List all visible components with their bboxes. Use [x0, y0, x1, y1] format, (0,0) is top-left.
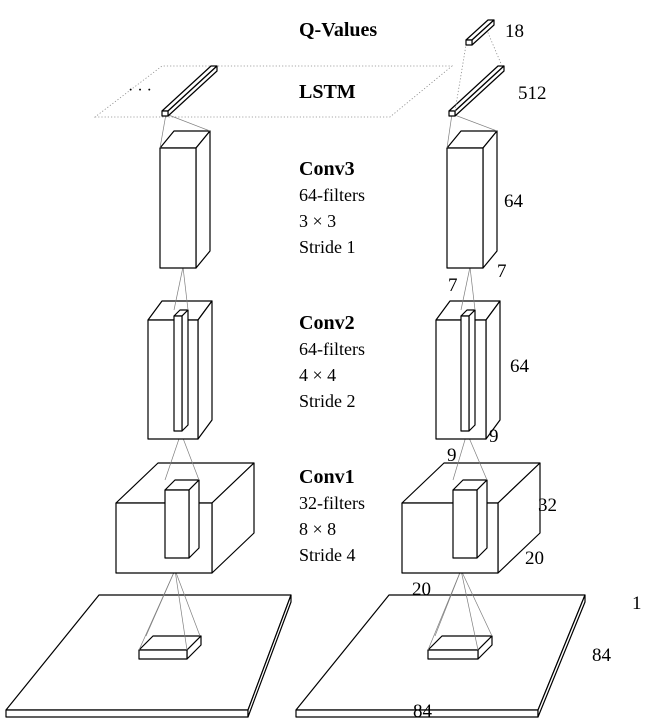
left-conv2-projection-line — [173, 266, 184, 311]
conv2-description: Conv2 64-filters 4 × 4 Stride 2 — [299, 310, 365, 414]
left-input-plane-front — [5, 709, 249, 718]
left-conv2-kernel — [173, 309, 189, 432]
lstm-ellipsis: · · · — [128, 82, 152, 99]
conv2-height-label: 9 — [447, 445, 457, 466]
right-input-projection-line — [460, 569, 493, 637]
conv2-title: Conv2 — [299, 312, 355, 334]
conv3-depth-label: 64 — [504, 191, 523, 212]
right-conv3-volume — [446, 130, 498, 269]
conv1-height-label: 20 — [412, 579, 431, 600]
right-lstm-block — [448, 65, 505, 117]
conv1-filters: 32-filters — [299, 493, 365, 513]
qvalues-size-label: 18 — [505, 21, 524, 42]
conv1-depth-label: 32 — [538, 495, 557, 516]
right-input-plane-side — [537, 594, 586, 718]
input-width-label: 84 — [592, 645, 611, 666]
left-conv1-kernel — [164, 479, 200, 559]
conv2-filters: 64-filters — [299, 339, 365, 359]
right-conv1-projection-line — [452, 432, 468, 481]
lstm-dotted-plane — [93, 65, 454, 118]
input-depth-label: 1 — [632, 593, 642, 614]
right-conv2-projection-line — [469, 266, 476, 311]
right-conv1-projection-line — [466, 432, 488, 481]
conv3-width-label: 7 — [497, 261, 507, 282]
conv2-stride: Stride 2 — [299, 391, 356, 411]
conv3-filters: 64-filters — [299, 185, 365, 205]
conv1-width-label: 20 — [525, 548, 544, 569]
conv3-stride: Stride 1 — [299, 237, 356, 257]
left-lstm-block — [161, 65, 218, 117]
conv3-height-label: 7 — [448, 275, 458, 296]
right-conv3-projection-line — [446, 113, 453, 149]
left-input-projection-line — [174, 569, 188, 651]
lstm-title: LSTM — [299, 81, 356, 103]
conv1-title: Conv1 — [299, 466, 355, 488]
left-conv1-projection-line — [180, 432, 200, 481]
conv3-title: Conv3 — [299, 158, 355, 180]
left-conv2-projection-line — [182, 266, 189, 311]
left-conv3-projection-line — [165, 113, 211, 132]
right-input-projection-line — [460, 569, 479, 651]
conv1-kernel: 8 × 8 — [299, 519, 337, 539]
left-input-projection-line — [174, 569, 201, 637]
left-input-plane-side — [247, 594, 292, 718]
conv3-description: Conv3 64-filters 3 × 3 Stride 1 — [299, 156, 365, 260]
conv2-width-label: 9 — [489, 426, 499, 447]
right-conv1-kernel — [452, 479, 488, 559]
left-conv3-projection-line — [159, 113, 167, 149]
left-conv1-projection-line — [164, 432, 182, 481]
right-conv2-projection-line — [460, 266, 471, 311]
input-height-label: 84 — [413, 701, 432, 722]
right-conv2-kernel — [460, 309, 476, 432]
conv1-description: Conv1 32-filters 8 × 8 Stride 4 — [299, 464, 365, 568]
qvalues-title: Q-Values — [299, 19, 378, 41]
conv1-stride: Stride 4 — [299, 545, 356, 565]
conv3-kernel: 3 × 3 — [299, 211, 337, 231]
conv2-kernel: 4 × 4 — [299, 365, 337, 385]
left-input-projection-line — [138, 569, 176, 651]
right-conv3-projection-line — [451, 113, 498, 132]
right-input-projection-line — [427, 569, 462, 651]
qvalues-block — [465, 19, 495, 46]
lstm-to-qvalues-line — [485, 27, 503, 67]
lstm-size-label: 512 — [518, 83, 547, 104]
left-conv3-volume — [159, 130, 211, 269]
conv2-depth-label: 64 — [510, 356, 529, 377]
